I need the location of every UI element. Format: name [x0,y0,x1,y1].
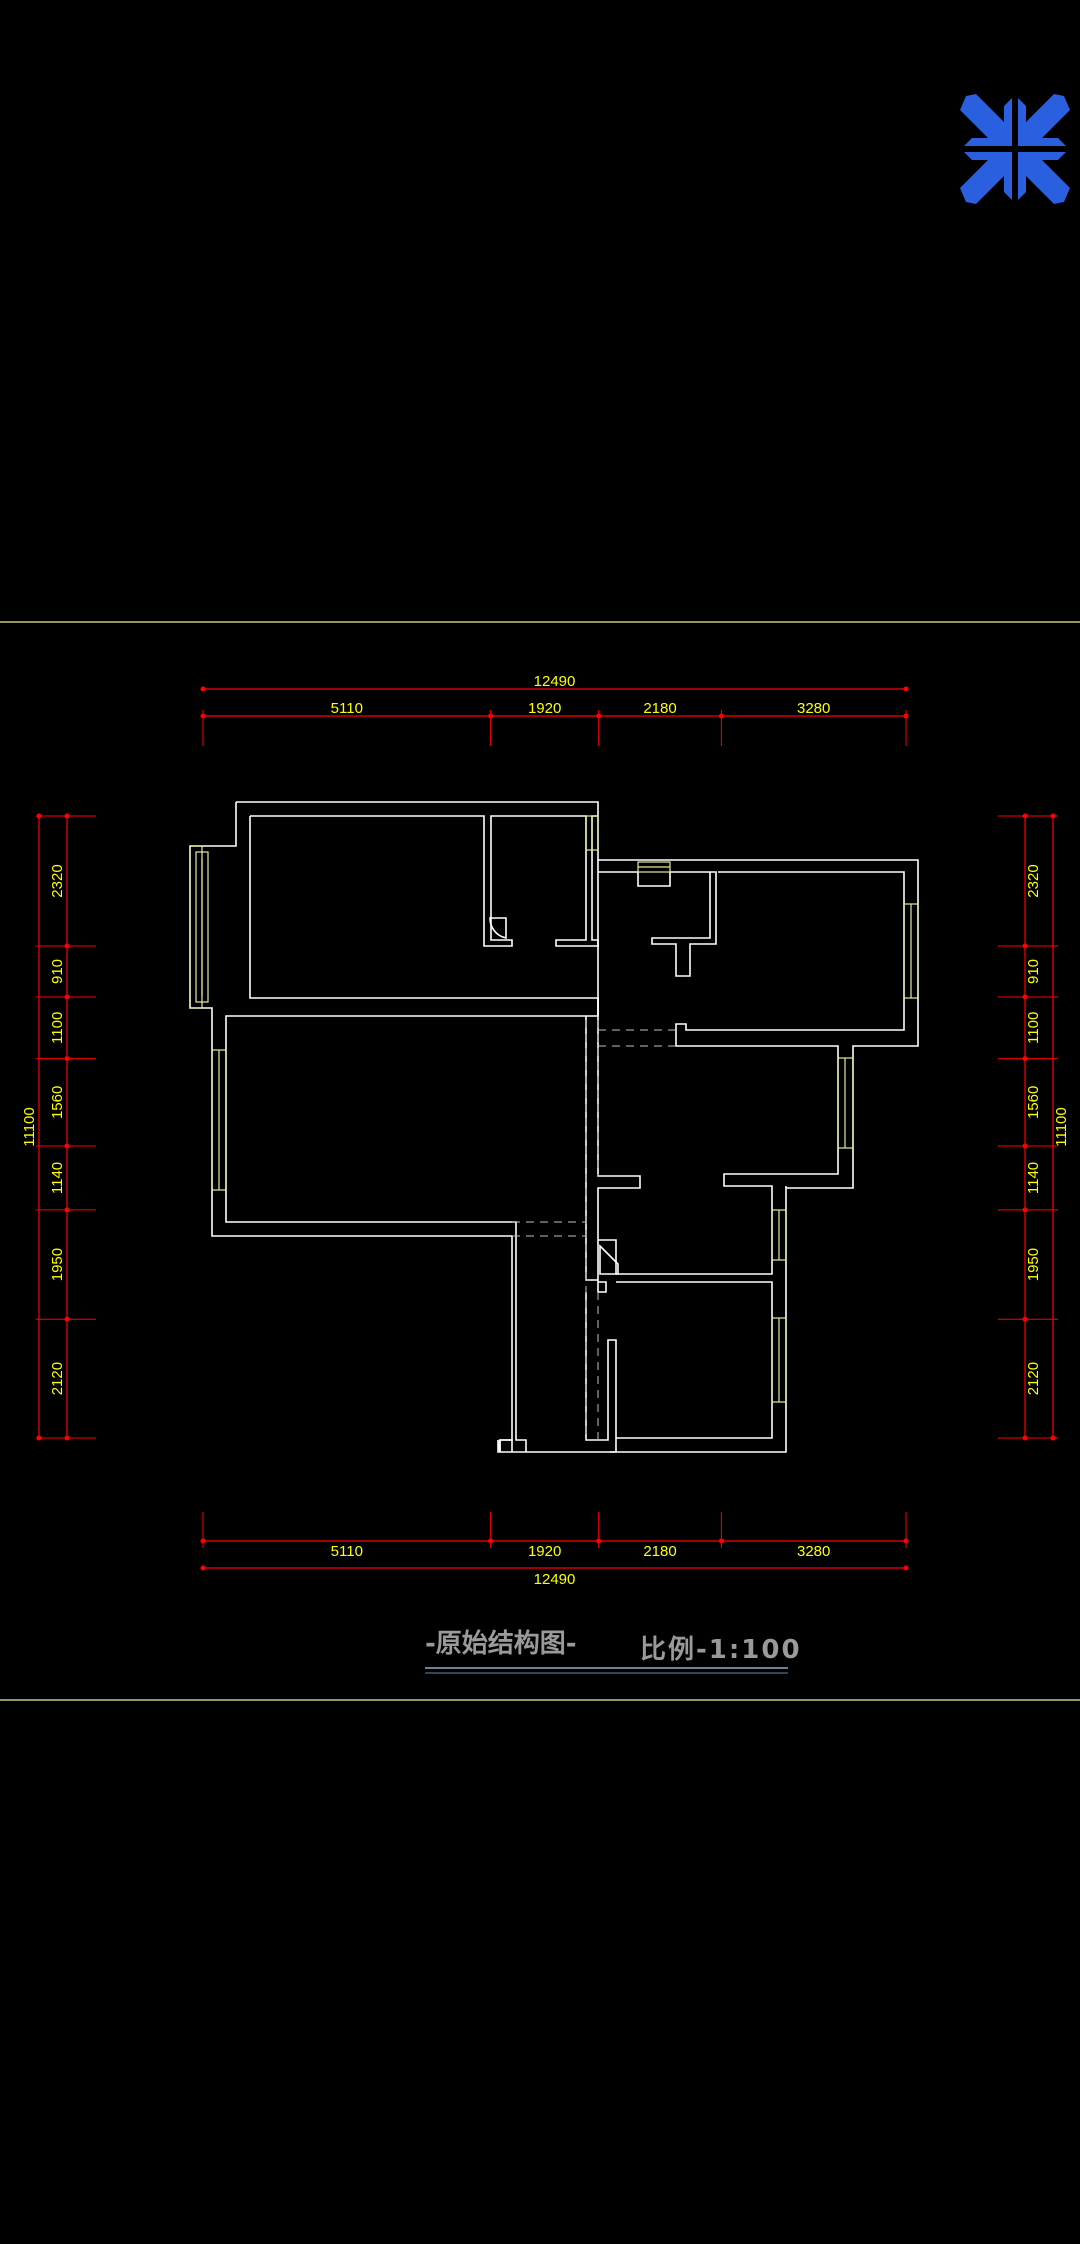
dimension-tick [200,1565,206,1571]
dimension-tick [596,713,602,719]
dimension-tick [200,1538,206,1544]
dimension-tick [1022,1207,1028,1213]
dimension-segment-label: 1920 [528,1543,561,1560]
dimension-segment-label: 2180 [643,1543,676,1560]
dimension-segment-label: 1950 [49,1248,66,1281]
dimension-segment-label: 2320 [1025,864,1042,897]
collapse-button[interactable] [960,94,1070,204]
dimension-segment-label: 910 [49,959,66,984]
dimension-segment-label: 1140 [1025,1162,1042,1194]
dimension-tick [903,1538,909,1544]
dimension-tick [1022,1143,1028,1149]
dimension-segment-label: 1100 [49,1012,66,1044]
dimension-tick [1022,813,1028,819]
dimension-total-label: 11100 [21,1107,38,1147]
dimension-segment-label: 5110 [331,700,363,717]
dimension-tick [903,686,909,692]
dimension-total-label: 12490 [534,673,576,690]
dimension-segment-label: 1560 [1025,1086,1042,1119]
dimension-segment-label: 1920 [528,700,561,717]
dimension-segment-label: 3280 [797,1543,830,1560]
dimension-tick [903,1565,909,1571]
dimension-tick [64,994,70,1000]
dimension-tick [1022,994,1028,1000]
dimension-tick [903,713,909,719]
dimension-tick [64,813,70,819]
dimension-tick [718,713,724,719]
dimension-total-label: 11100 [1053,1107,1070,1147]
dimension-tick [64,943,70,949]
dimension-tick [64,1056,70,1062]
dimension-tick [64,1435,70,1441]
dimension-segment-label: 910 [1025,959,1042,984]
dimension-segment-label: 2120 [49,1362,66,1395]
dimension-segment-label: 1140 [49,1162,66,1194]
dimension-segment-label: 3280 [797,700,830,717]
dimension-tick [488,1538,494,1544]
dimension-tick [64,1143,70,1149]
dimension-segment-label: 1100 [1025,1012,1042,1044]
dimension-tick [1022,1056,1028,1062]
dimension-tick [1022,1316,1028,1322]
dimension-tick [200,686,206,692]
drawing-scale: 比例-1:100 [640,1635,802,1665]
dimension-tick [64,1316,70,1322]
walls [189,801,919,1453]
dimension-left: 11100 2320 910 1100 1560 1140 1950 2120 [21,813,96,1441]
dimension-segment-label: 5110 [331,1543,363,1560]
dimension-tick [488,713,494,719]
dimension-right: 11100 2320 910 1100 1560 1140 1950 2120 [998,813,1070,1441]
dimension-tick [64,1207,70,1213]
dimension-bottom: 12490 5110 1920 2180 3280 [200,1512,909,1588]
dimension-segment-label: 1950 [1025,1248,1042,1281]
dimension-top: 12490 5110 1920 2180 3280 [200,673,909,746]
collapse-arrows-icon [960,94,1070,204]
dimension-segment-label: 2180 [643,700,676,717]
dimension-total-label: 12490 [534,1571,576,1588]
drawing-title: -原始结构图- [425,1629,577,1659]
dashed-openings [512,1020,676,1440]
dimension-tick [200,713,206,719]
dimension-tick [1022,1435,1028,1441]
dimension-tick [1022,943,1028,949]
dimension-tick [718,1538,724,1544]
windows [189,815,919,1403]
dimension-segment-label: 2320 [49,864,66,897]
dimension-tick [596,1538,602,1544]
dimension-segment-label: 1560 [49,1086,66,1119]
dimension-segment-label: 2120 [1025,1362,1042,1395]
